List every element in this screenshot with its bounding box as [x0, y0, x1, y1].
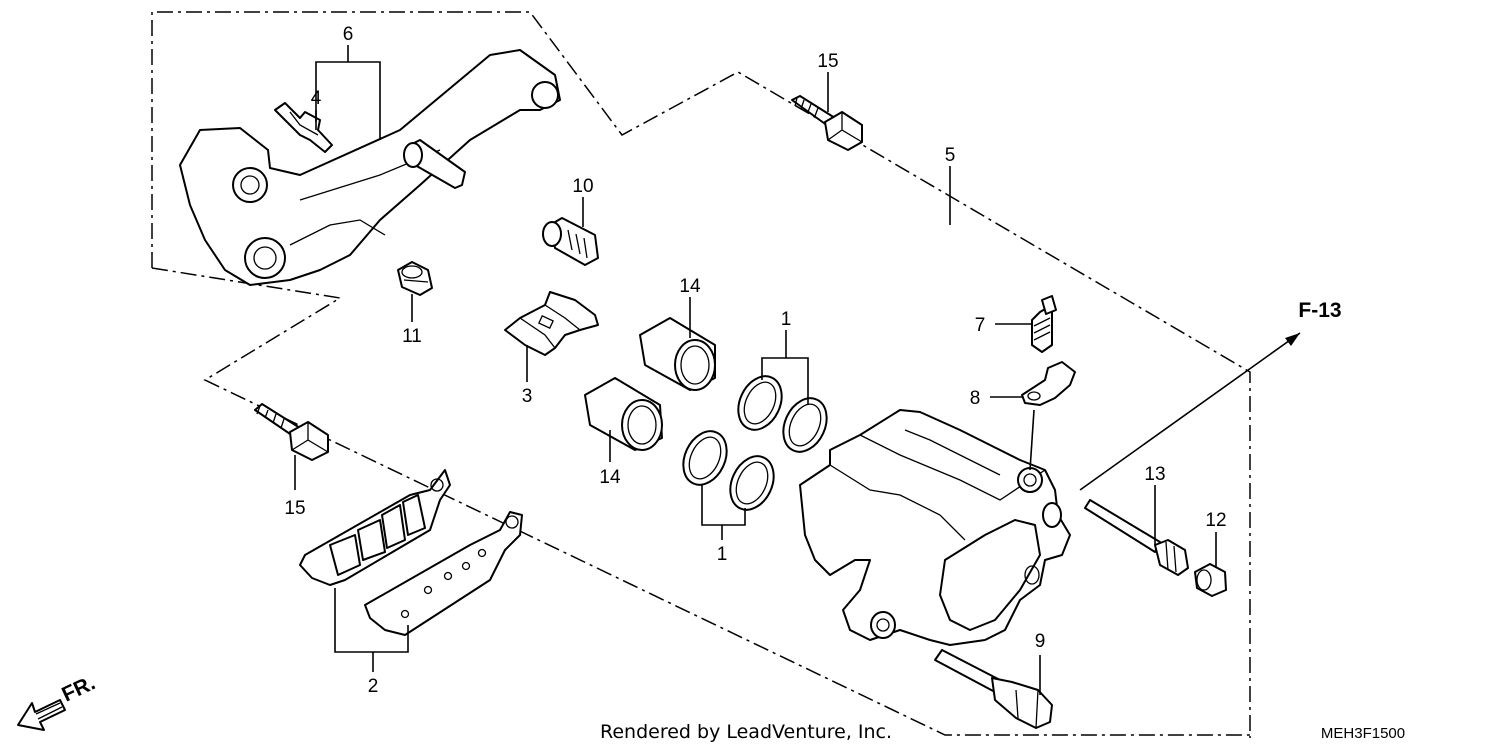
pad-retainer-clip-part: [274, 102, 333, 153]
pin-bolt-10-part: [542, 217, 599, 266]
piston-seals-1-bottom-part: [682, 430, 775, 511]
callout-8: 8: [970, 388, 981, 409]
caliper-body-5-part: [799, 409, 1071, 646]
front-arrow-icon: [17, 699, 66, 731]
bleeder-cap-8-part: [1021, 361, 1076, 406]
callout-13: 13: [1144, 464, 1165, 485]
front-label: FR.: [58, 671, 98, 706]
diagram-code: MEH3F1500: [1321, 725, 1405, 742]
callout-7: 7: [975, 315, 986, 336]
callout-12: 12: [1205, 510, 1226, 531]
bolt-15-left-part: [254, 403, 329, 461]
caliper-bracket-part: [179, 49, 561, 286]
callout-9: 9: [1035, 631, 1046, 652]
credit-text: Rendered by LeadVenture, Inc.: [600, 721, 892, 743]
callout-1-top: 1: [781, 309, 792, 330]
callout-15-top: 15: [817, 51, 838, 72]
callout-4: 4: [311, 88, 322, 109]
brake-pads-2-part: [299, 469, 523, 636]
callout-3: 3: [522, 386, 533, 407]
pad-spring-3-part: [504, 291, 599, 356]
bleeder-screw-7-part: [1031, 295, 1057, 353]
pad-pin-13-part: [1084, 499, 1189, 576]
callout-15-left: 15: [284, 498, 305, 519]
slide-pin-9-part: [934, 649, 1053, 729]
reference-label: F-13: [1298, 299, 1341, 322]
pin-plug-12-part: [1194, 563, 1227, 597]
callout-1-bottom: 1: [717, 544, 728, 565]
pin-boot-11-part: [397, 261, 433, 296]
piston-seals-1-top-part: [737, 375, 828, 453]
piston-14-bottom-part: [584, 377, 663, 451]
bolt-15-top-part: [791, 95, 863, 151]
callout-10: 10: [572, 176, 593, 197]
leader-lines: [294, 45, 1217, 695]
callout-14-top: 14: [679, 276, 701, 297]
piston-14-top-part: [639, 317, 716, 391]
callout-2: 2: [368, 676, 379, 697]
callout-14-bottom: 14: [599, 467, 621, 488]
reference-arrow: [1079, 332, 1301, 491]
callout-11: 11: [402, 326, 422, 347]
callout-labels: 6 4 15 5 10 11 3 14 14 1 1 2 15 7 8 9 13…: [284, 24, 1226, 697]
callout-6: 6: [343, 24, 354, 45]
callout-5: 5: [945, 145, 956, 166]
assembly-outline-bracket: [151, 11, 1251, 738]
